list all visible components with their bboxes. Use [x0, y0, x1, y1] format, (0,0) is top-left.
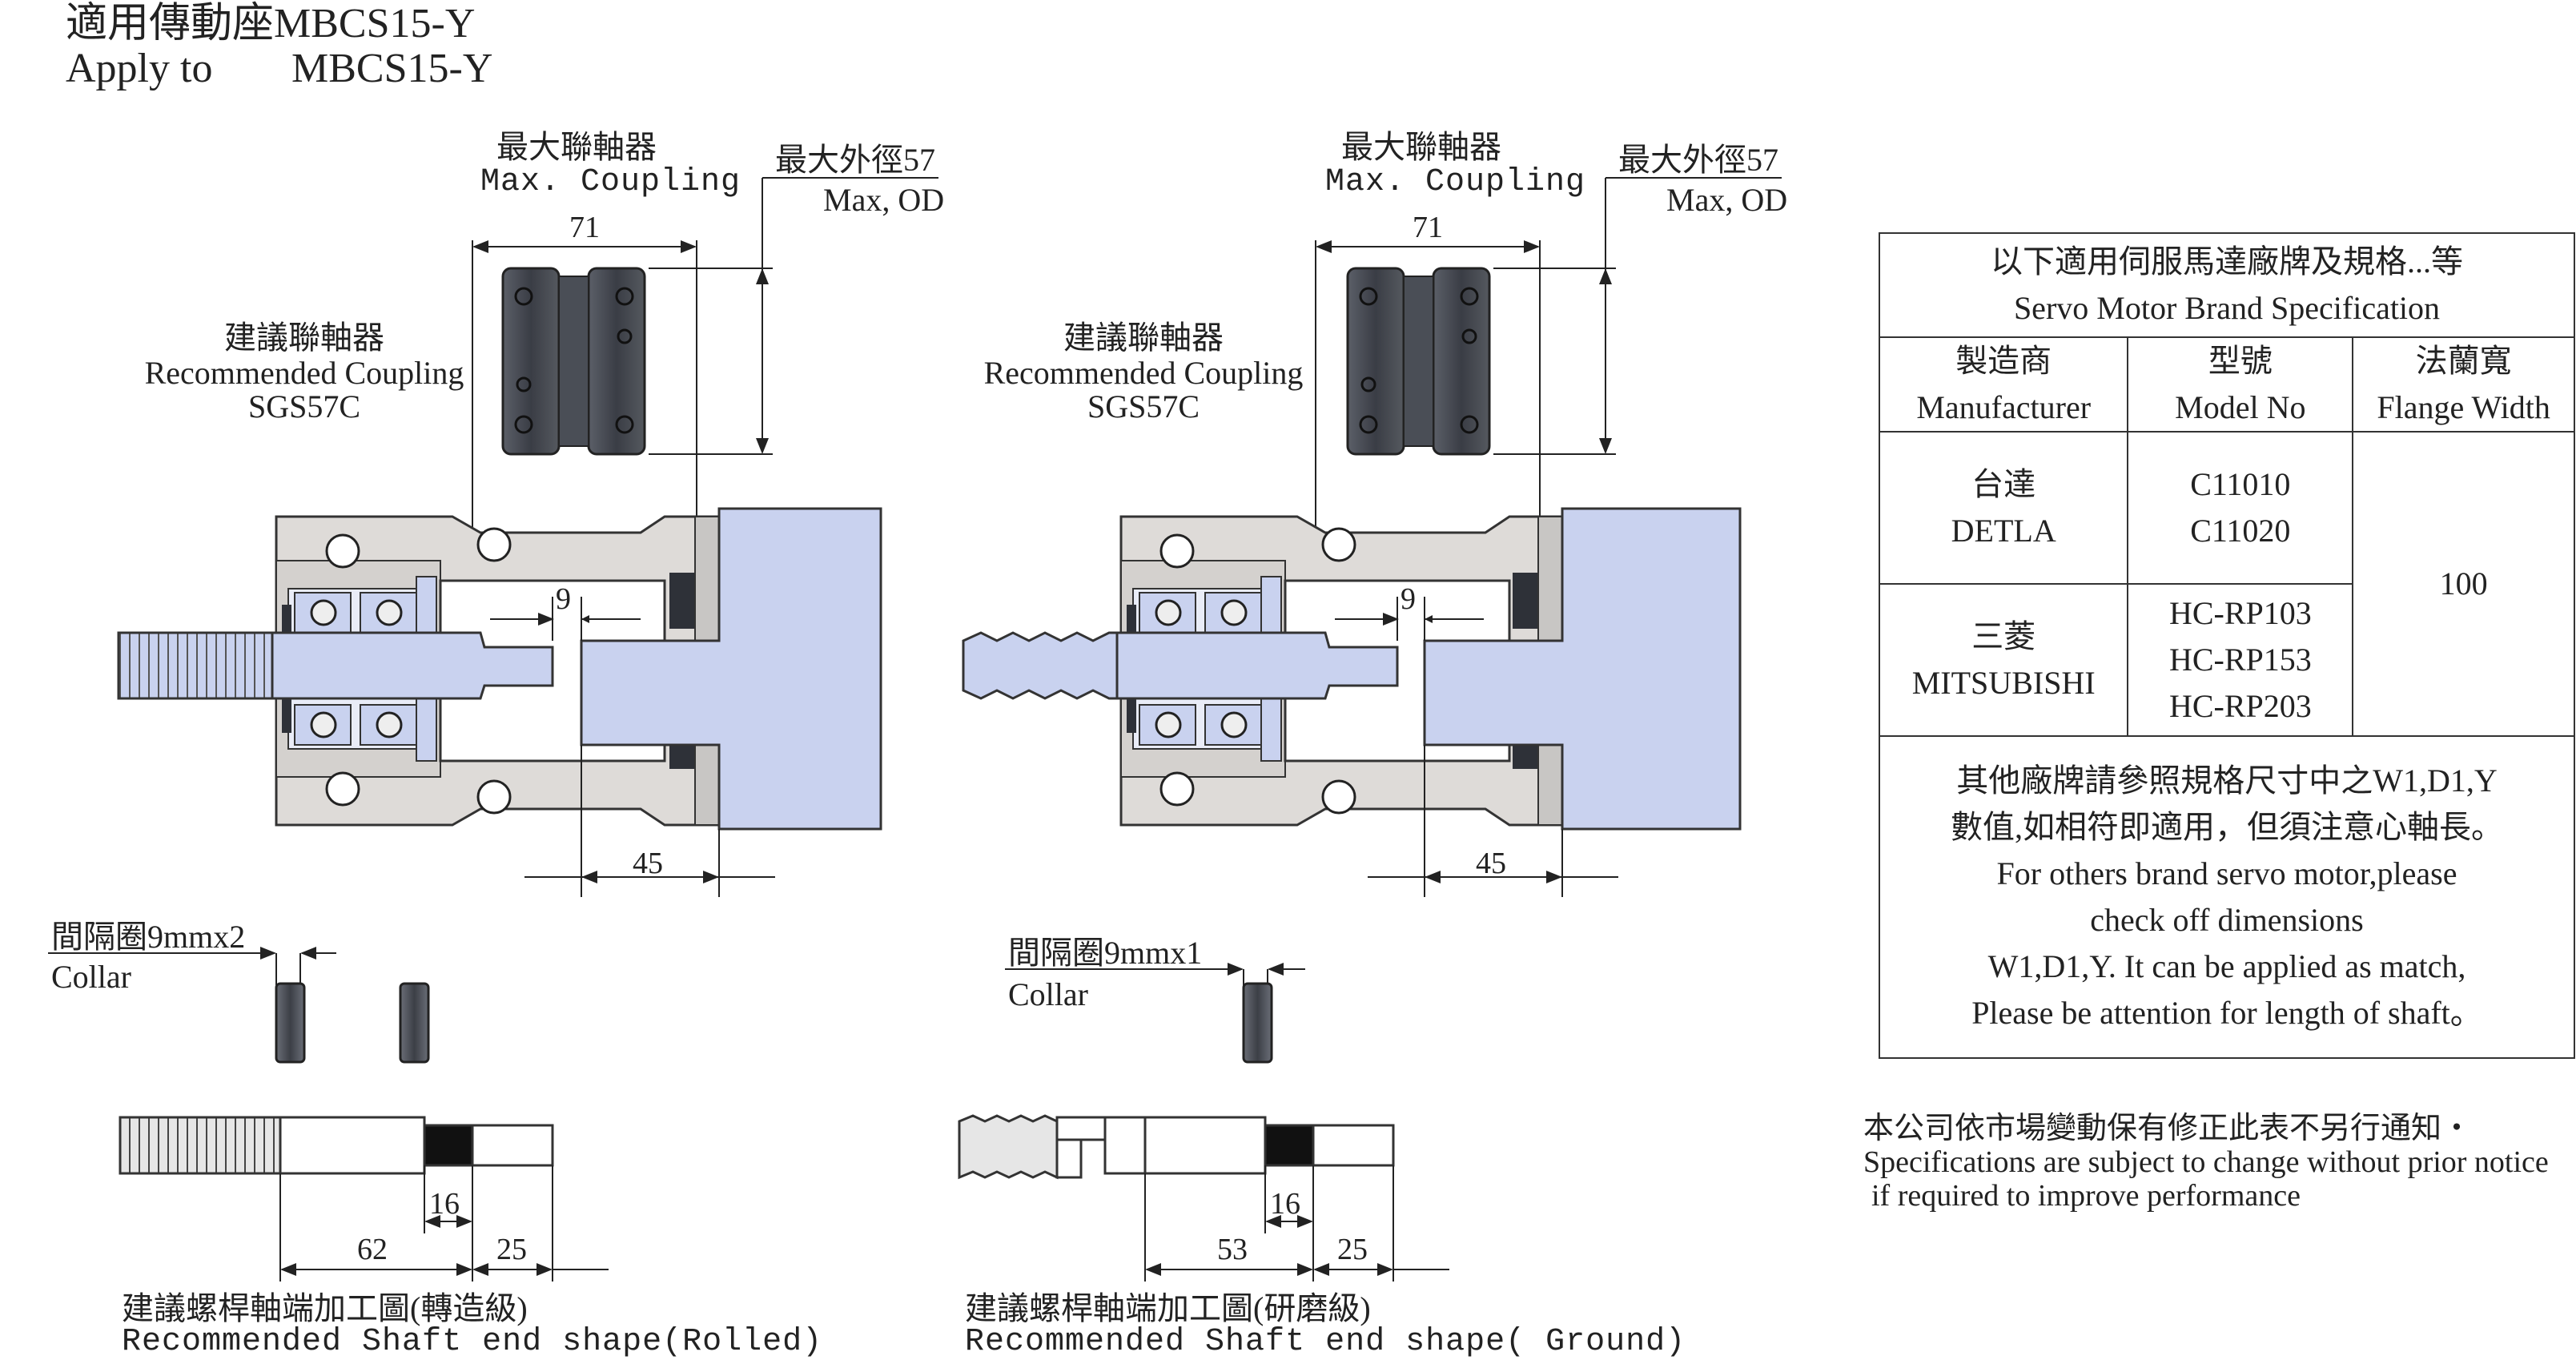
left-screw-thread	[117, 631, 274, 700]
col-head-manufacturer: 製造商 Manufacturer	[1878, 336, 2129, 433]
left-shaft-end-shape	[119, 1116, 609, 1282]
right-max-coupling	[1346, 267, 1491, 456]
spec-table-note: 其他廠牌請參照規格尺寸中之W1,D1,Y 數值,如相符即適用，但須注意心軸長。 …	[1879, 735, 2575, 1059]
right-max-coupling-zh: 最大聯軸器	[1341, 129, 1501, 165]
row-maker-mitsubishi: 三菱 MITSUBISHI	[1878, 583, 2129, 737]
right-assembly	[958, 177, 1782, 1282]
right-max-coupling-en: Max. Coupling	[1325, 164, 1586, 200]
left-shaft-caption-zh: 建議螺桿軸端加工圖(轉造級)	[122, 1290, 528, 1326]
footer-note-en-1: Specifications are subject to change wit…	[1863, 1145, 2549, 1179]
model-no: HC-RP153	[2168, 642, 2312, 678]
left-shaft-dim-25: 25	[496, 1233, 527, 1266]
row-models-mitsubishi: HC-RP103 HC-RP153 HC-RP203	[2127, 583, 2354, 737]
model-no: C11020	[2190, 513, 2291, 549]
left-max-od-en: Max, OD	[823, 182, 945, 218]
right-shaft-end-shape	[958, 1114, 1449, 1282]
left-shaft-dim-16: 16	[429, 1187, 460, 1221]
left-shaft-dim-62: 62	[357, 1233, 388, 1266]
spec-table-header: 以下適用伺服馬達廠牌及規格...等 Servo Motor Brand Spec…	[1879, 232, 2575, 338]
note-line: For others brand servo motor,please	[1996, 855, 2457, 891]
left-shaft-caption-en: Recommended Shaft end shape(Rolled)	[122, 1324, 823, 1360]
right-rec-coupling-model: SGS57C	[1087, 388, 1200, 424]
model-no: C11010	[2190, 466, 2291, 502]
right-dim-gap: 9	[1401, 582, 1416, 616]
left-max-coupling-en: Max. Coupling	[480, 164, 741, 200]
right-max-od-en: Max, OD	[1666, 182, 1788, 218]
right-shaft-dim-53: 53	[1217, 1233, 1248, 1266]
note-line: 其他廠牌請參照規格尺寸中之W1,D1,Y	[1956, 762, 2498, 799]
maker-en: DETLA	[1951, 513, 2056, 549]
right-dim-coupling-len: 71	[1413, 211, 1443, 244]
note-line: Please be attention for length of shaft。	[1971, 995, 2482, 1031]
maker-en: MITSUBISHI	[1911, 665, 2096, 701]
left-collar-zh: 間隔圈9mmx2	[51, 919, 246, 955]
right-shaft-caption-zh: 建議螺桿軸端加工圖(研磨級)	[965, 1290, 1371, 1326]
spec-table: 以下適用伺服馬達廠牌及規格...等 Servo Motor Brand Spec…	[1878, 232, 2575, 1059]
page-title-zh: 適用傳動座MBCS15-Y	[66, 1, 476, 46]
col-head-model-zh: 型號	[2208, 343, 2273, 379]
col-head-model-en: Model No	[2175, 389, 2306, 425]
col-head-flange-zh: 法蘭寬	[2415, 343, 2512, 379]
left-dim-gap: 9	[556, 582, 571, 616]
col-head-flange-width: 法蘭寬 Flange Width	[2352, 336, 2575, 433]
model-no: HC-RP103	[2168, 595, 2312, 631]
left-max-od-zh: 最大外徑57	[775, 142, 935, 178]
note-line: W1,D1,Y. It can be applied as match,	[1987, 948, 2466, 984]
row-models-detla: C11010 C11020	[2127, 431, 2354, 585]
right-max-od-zh: 最大外徑57	[1618, 142, 1778, 178]
model-no: HC-RP203	[2168, 688, 2312, 724]
left-collar-en: Collar	[51, 959, 131, 995]
left-rec-coupling-model: SGS57C	[247, 388, 361, 424]
note-line: check off dimensions	[2090, 902, 2364, 938]
col-head-model: 型號 Model No	[2127, 336, 2354, 433]
left-collar-2	[399, 982, 430, 1064]
col-head-manufacturer-en: Manufacturer	[1916, 389, 2092, 425]
right-collar-1	[1242, 982, 1273, 1064]
right-motor	[1423, 507, 1742, 831]
right-shaft-dim-25: 25	[1337, 1233, 1368, 1266]
row-maker-detla: 台達 DETLA	[1878, 431, 2129, 585]
left-max-coupling	[501, 267, 646, 456]
right-rec-coupling-en: Recommended Coupling	[983, 355, 1304, 391]
right-collar-zh: 間隔圈9mmx1	[1008, 935, 1203, 971]
col-head-manufacturer-zh: 製造商	[1955, 343, 2052, 379]
left-dim-coupling-len: 71	[569, 211, 600, 244]
left-motor	[580, 507, 882, 831]
right-screw-thread	[962, 631, 1119, 700]
left-max-coupling-zh: 最大聯軸器	[496, 129, 657, 165]
spec-table-header-zh: 以下適用伺服馬達廠牌及規格...等	[1991, 243, 2463, 280]
right-shaft-dim-16: 16	[1270, 1187, 1300, 1221]
right-dim-motor: 45	[1476, 847, 1506, 880]
left-collar-1	[275, 982, 306, 1064]
page-title-en-model: MBCS15-Y	[291, 46, 493, 91]
left-assembly	[48, 177, 938, 1282]
footer-note-zh: 本公司依市場變動保有修正此表不另行通知・	[1863, 1112, 2473, 1145]
right-rec-coupling-zh: 建議聯軸器	[1063, 320, 1224, 356]
maker-zh: 三菱	[1971, 618, 2036, 654]
right-shaft-caption-en: Recommended Shaft end shape( Ground)	[965, 1324, 1686, 1360]
left-rec-coupling-zh: 建議聯軸器	[224, 320, 384, 356]
spec-table-header-en: Servo Motor Brand Specification	[2013, 290, 2441, 326]
maker-zh: 台達	[1971, 466, 2036, 502]
col-head-flange-en: Flange Width	[2377, 389, 2550, 425]
page-title-en-prefix: Apply to	[66, 46, 213, 91]
flange-width-value: 100	[2352, 431, 2575, 737]
left-dim-motor: 45	[633, 847, 663, 880]
right-collar-en: Collar	[1008, 976, 1088, 1012]
note-line: 數值,如相符即適用，但須注意心軸長。	[1951, 809, 2503, 845]
footer-note-en-2: if required to improve performance	[1871, 1179, 2301, 1213]
left-rec-coupling-en: Recommended Coupling	[144, 355, 464, 391]
